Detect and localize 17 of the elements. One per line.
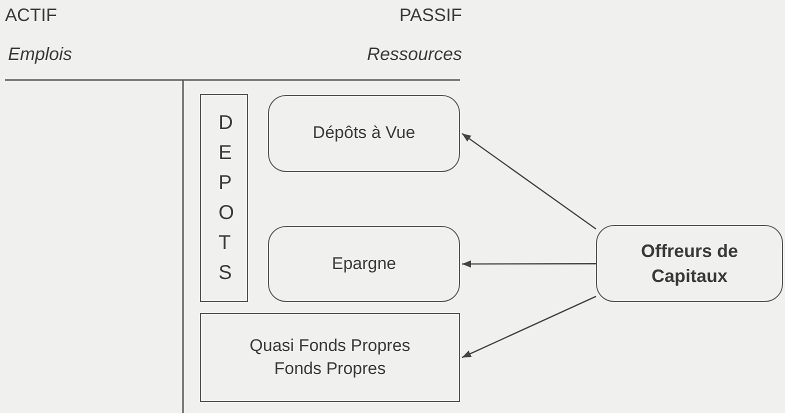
node-text: Dépôts à Vue [312,122,416,144]
arrow [462,296,596,358]
rounded-box [268,95,460,172]
column-subheading: Emplois [8,44,72,65]
node-text: Quasi Fonds Propres [250,334,410,357]
arrow [462,132,596,230]
column-heading: PASSIF [399,5,462,26]
node-text: Fonds Propres [274,358,386,380]
account-box [200,313,460,402]
rounded-box [596,225,783,302]
column-heading: ACTIF [5,5,57,26]
node-text: Epargne [332,252,396,275]
rounded-box [268,226,460,302]
vertical-label-box [200,94,248,302]
column-subheading: Ressources [366,44,462,65]
arrow [462,260,596,268]
node-text: Offreurs de Capitaux [640,240,740,288]
